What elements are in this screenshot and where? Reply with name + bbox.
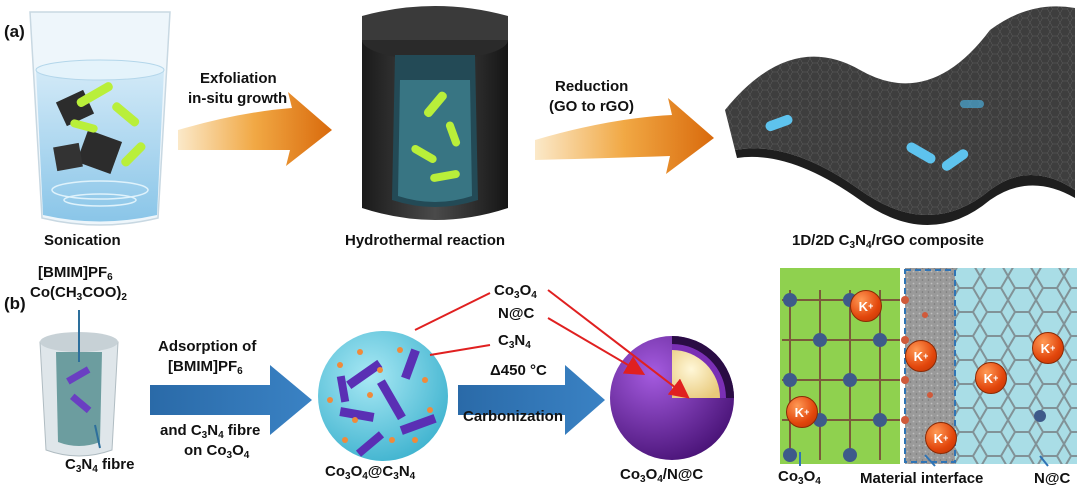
rgo-composite-sheet [725, 6, 1075, 225]
co3o4-c3n4-label: Co3O4@C3N4 [325, 463, 416, 482]
potassium-ion: K+ [925, 422, 957, 454]
carbonization-label: Carbonization [463, 408, 563, 425]
callout-nc-label: N@C [498, 305, 535, 322]
inset-nc-label: N@C [1034, 470, 1071, 487]
hydrothermal-vessel [362, 6, 508, 220]
callout-c3n4-label: C3N4 [498, 332, 531, 351]
temperature-label: Δ450 °C [490, 362, 547, 379]
callout-arrow-nc-shell [547, 317, 646, 376]
composite-label: 1D/2D C3N4/rGO composite [792, 232, 985, 251]
hydrothermal-label: Hydrothermal reaction [345, 232, 506, 249]
arrow-carbonization [458, 365, 605, 435]
callout-arrow-co3o4-core [547, 289, 690, 399]
potassium-ion: K+ [1032, 332, 1064, 364]
arrow-exfoliation [178, 92, 332, 166]
arrow-adsorption [150, 365, 312, 435]
potassium-ion: K+ [905, 340, 937, 372]
exfoliation-label: Exfoliation [200, 70, 277, 87]
reduction-label: Reduction [555, 78, 629, 95]
co3o4-nc-label: Co3O4/N@C [620, 466, 704, 485]
reagent-bmim-label: [BMIM]PF6 [38, 264, 113, 283]
adsorption-line4: on Co3O4 [184, 442, 250, 461]
adsorption-vessel [39, 310, 119, 457]
sonication-label: Sonication [44, 232, 121, 249]
inset-co3o4-label: Co3O4 [778, 468, 821, 487]
potassium-ion: K+ [786, 396, 818, 428]
arrow-reduction [535, 98, 714, 174]
in-situ-growth-label: in-situ growth [188, 90, 288, 107]
inset-interface-label: Material interface [860, 470, 984, 487]
callout-line-co3o4 [414, 292, 491, 331]
reagent-cobalt-acetate-label: Co(CH3COO)2 [30, 284, 127, 303]
potassium-ion: K+ [850, 290, 882, 322]
adsorption-line3: and C3N4 fibre [160, 422, 261, 441]
sonication-beaker [29, 11, 171, 226]
co3o4-c3n4-sphere [318, 331, 448, 461]
c3n4-fibre-label: C3N4 fibre [65, 456, 135, 475]
callout-co3o4-label: Co3O4 [494, 282, 537, 301]
core-shell-sphere [610, 336, 734, 460]
panel-label-a: (a) [4, 22, 25, 41]
callout-line-c3n4 [429, 344, 491, 356]
adsorption-line2: [BMIM]PF6 [168, 358, 243, 377]
panel-label-b: (b) [4, 294, 26, 313]
adsorption-line1: Adsorption of [158, 338, 257, 355]
interface-inset [780, 268, 1077, 467]
go-to-rgo-label: (GO to rGO) [549, 98, 634, 115]
potassium-ion: K+ [975, 362, 1007, 394]
